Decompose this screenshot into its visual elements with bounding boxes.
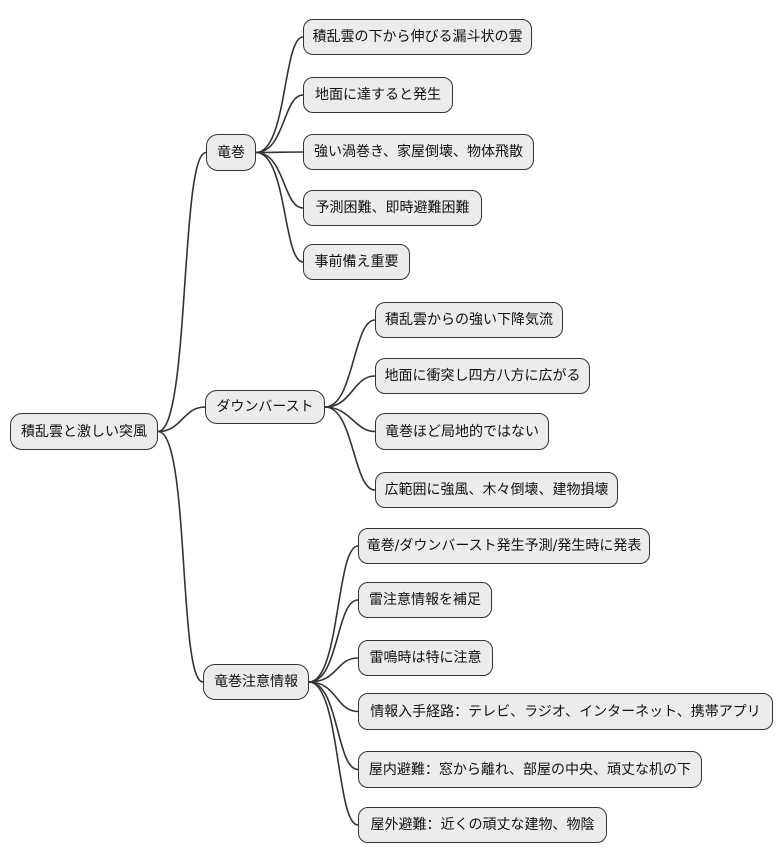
edge-group-tornado [255,36,304,263]
leaf-node-occurs-on-ground-contact: 地面に達すると発生 [303,77,453,113]
edge-downburst-child-2 [324,406,376,433]
edge-group-root [157,151,207,683]
leaf-node-spreads-in-all-directions: 地面に衝突し四方八方に広がる [375,358,590,394]
edge-advisory-child-3 [308,681,359,713]
branch-node-tornado: 竜巻 [206,134,256,171]
edge-downburst-child-3 [324,406,376,491]
leaf-node-strong-vortex-damage: 強い渦巻き、家屋倒壊、物体飛散 [303,134,534,170]
edge-root-downburst [157,406,206,433]
edge-root-tornado [157,151,207,433]
branch-node-downburst: ダウンバースト [205,390,325,424]
leaf-node-advance-preparation: 事前備え重要 [303,244,410,280]
edge-downburst-child-0 [324,319,376,408]
edge-advisory-child-1 [308,599,359,683]
leaf-node-outdoor-evacuation: 屋外避難：近くの頑丈な建物、物陰 [358,807,607,843]
edge-downburst-child-1 [324,375,376,408]
leaf-node-strong-downdraft: 積乱雲からの強い下降気流 [375,302,563,338]
branch-node-tornado-advisory: 竜巻注意情報 [203,664,309,700]
edge-advisory-child-4 [308,681,359,771]
leaf-node-funnel-cloud: 積乱雲の下から伸びる漏斗状の雲 [303,19,532,55]
leaf-node-hard-to-predict: 予測困難、即時避難困難 [303,190,482,226]
edge-tornado-child-4 [255,151,304,263]
leaf-node-issued-on-forecast-or-occurrence: 竜巻/ダウンバースト発生予測/発生時に発表 [358,528,650,564]
leaf-node-indoor-evacuation: 屋内避難：窓から離れ、部屋の中央、頑丈な机の下 [358,751,702,788]
leaf-node-supplements-thunder-advisory: 雷注意情報を補足 [358,582,492,618]
edge-advisory-child-2 [308,657,359,683]
edge-tornado-child-1 [255,94,304,154]
leaf-node-caution-during-thunder: 雷鳴時は特に注意 [358,640,493,676]
root-node-cumulonimbus-gusts: 積乱雲と激しい突風 [10,413,158,450]
edge-tornado-child-0 [255,36,304,154]
edge-root-tornado-advisory [157,430,204,683]
leaf-node-less-localized-than-tornado: 竜巻ほど局地的ではない [375,413,549,450]
leaf-node-information-channels: 情報入手経路：テレビ、ラジオ、インターネット、携帯アプリ [358,693,773,730]
edge-advisory-child-0 [308,545,359,683]
edge-tornado-child-3 [255,151,304,209]
edge-group-downburst [324,319,376,491]
edge-tornado-child-2 [255,151,304,154]
leaf-node-wide-area-wind-damage: 広範囲に強風、木々倒壊、建物損壊 [375,472,618,508]
edge-advisory-child-5 [308,681,359,826]
edge-group-tornado-advisory [308,545,359,826]
